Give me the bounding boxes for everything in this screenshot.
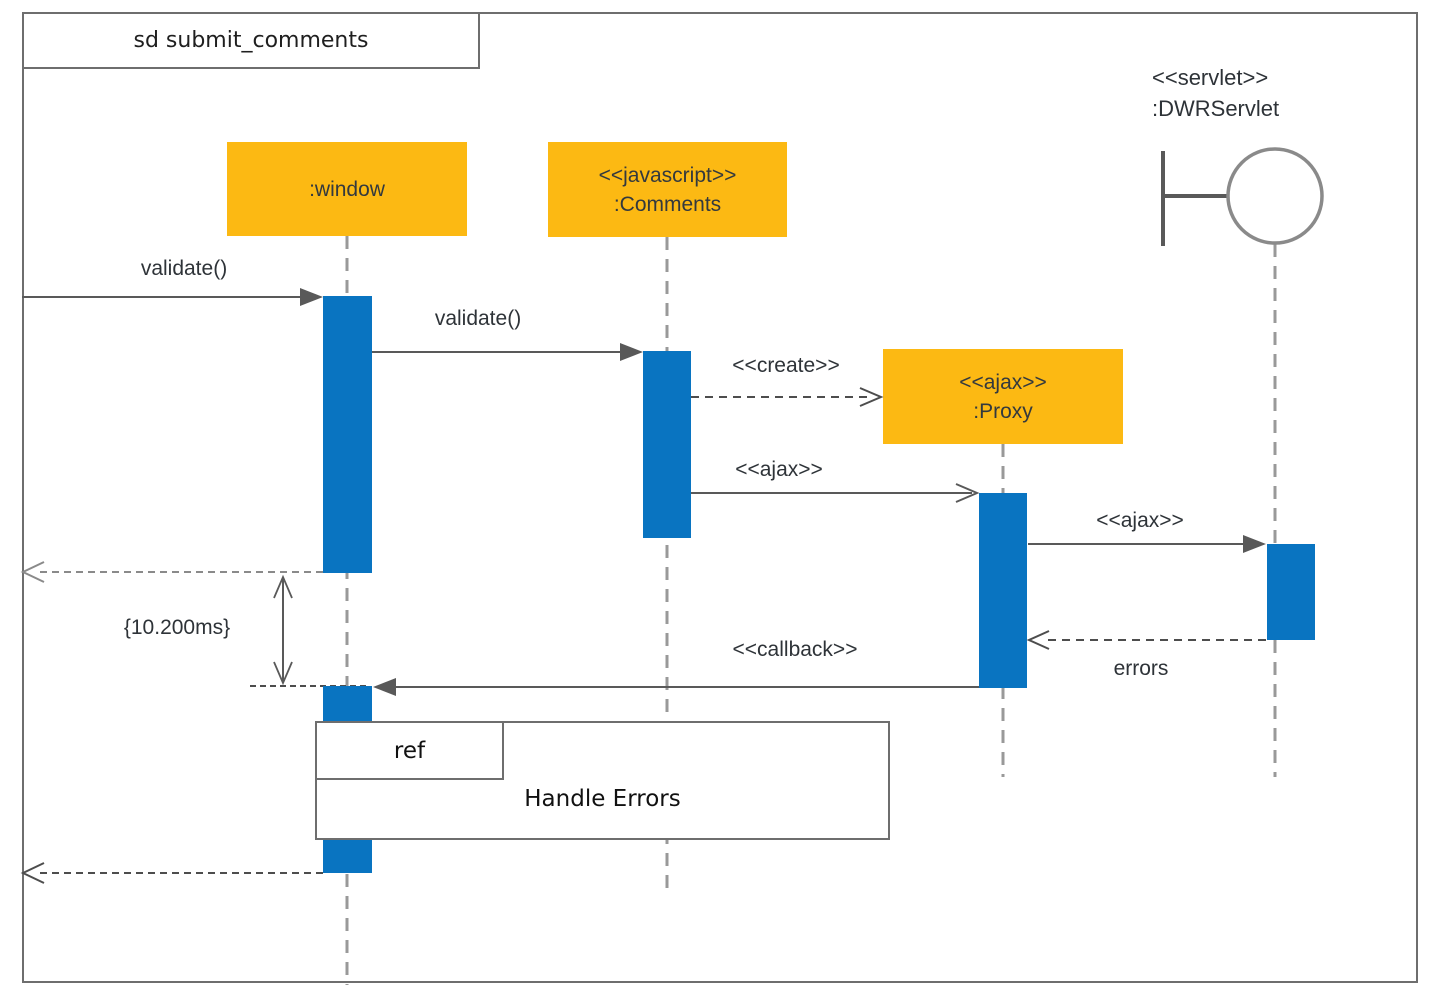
actor-name: :Proxy	[973, 399, 1033, 423]
actor-box-window: :window	[227, 142, 467, 236]
actor-box-proxy: <<ajax>> :Proxy	[883, 349, 1123, 444]
message-label-create: <<create>>	[732, 354, 840, 377]
message-label-validate-1: validate()	[140, 257, 228, 280]
duration-constraint-label: {10.200ms}	[123, 616, 231, 639]
actor-stereotype: <<javascript>>	[598, 163, 737, 187]
activation-bar-window-1	[323, 296, 372, 573]
activation-bar-proxy	[979, 493, 1027, 688]
actor-name: :Comments	[613, 192, 722, 216]
message-label-ajax-2: <<ajax>>	[1096, 509, 1184, 532]
actor-name: :DWRServlet	[1152, 96, 1280, 121]
message-label-ajax-1: <<ajax>>	[735, 458, 823, 481]
ref-operator: ref	[315, 721, 504, 780]
actor-stereotype: <<servlet>>	[1152, 65, 1269, 90]
actor-stereotype: <<ajax>>	[959, 370, 1047, 394]
diagram-frame	[22, 12, 1418, 983]
message-label-validate-2: validate()	[434, 307, 522, 330]
message-label-errors: errors	[1113, 657, 1169, 680]
actor-box-comments: <<javascript>> :Comments	[548, 142, 787, 237]
activation-bar-comments	[643, 351, 691, 538]
actor-label-dwrservlet: <<servlet>> :DWRServlet	[1152, 62, 1279, 124]
frame-title: sd submit_comments	[22, 12, 480, 69]
actor-name: :window	[309, 177, 385, 201]
message-label-callback: <<callback>>	[732, 638, 858, 661]
ref-fragment-name: Handle Errors	[524, 786, 681, 812]
activation-bar-dwrservlet	[1267, 544, 1315, 640]
